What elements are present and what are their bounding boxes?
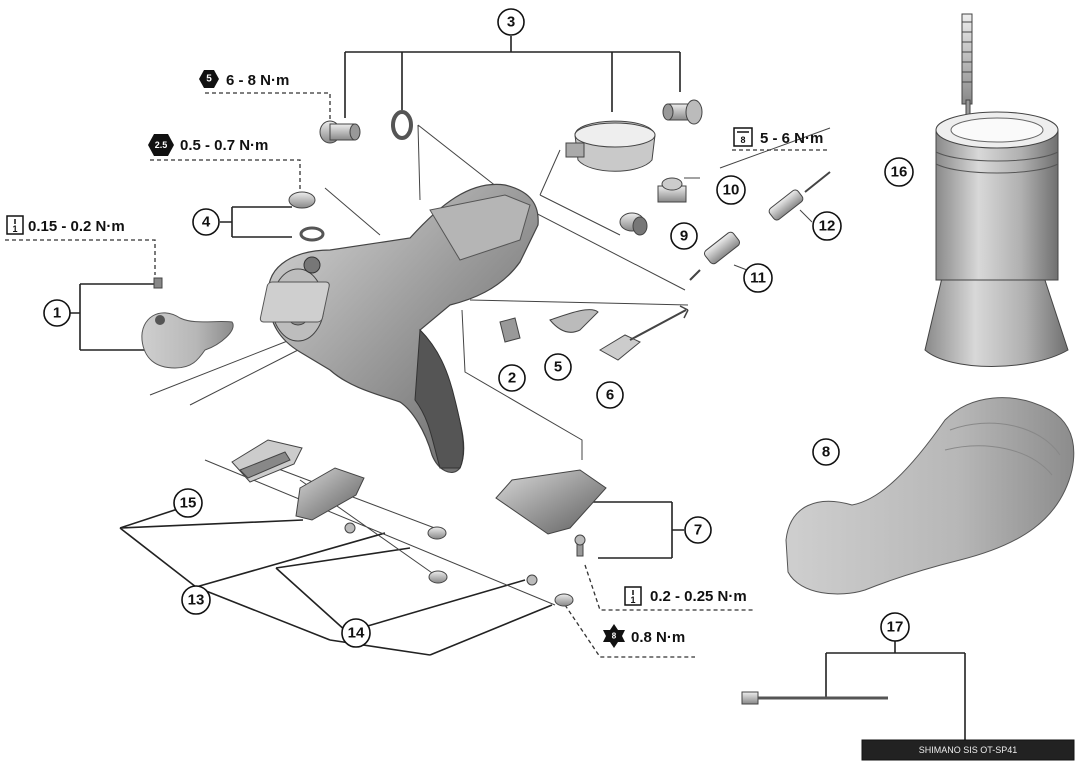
- part-14-screws: [344, 522, 574, 607]
- hex-5-icon: 5: [199, 70, 219, 88]
- svg-text:1: 1: [12, 224, 17, 234]
- svg-text:1: 1: [53, 305, 61, 322]
- part-16-installation-tool: [924, 13, 1069, 367]
- svg-text:2: 2: [508, 370, 516, 387]
- torx-8-icon: 8: [603, 624, 625, 648]
- callout-13: 13: [181, 585, 211, 615]
- callout-7: 7: [684, 516, 712, 544]
- part-13-cover: [295, 467, 365, 521]
- callout-17: 17: [880, 612, 910, 642]
- part-6-return-spring: [599, 305, 689, 361]
- callout-10: 10: [716, 175, 746, 205]
- part-9-cable-bushing: [619, 212, 648, 236]
- svg-text:15: 15: [180, 495, 197, 512]
- callout-9: 9: [670, 222, 698, 250]
- callout-1: 1: [43, 299, 71, 327]
- hex-2-5-icon: 2.5: [148, 134, 174, 156]
- callout-12: 12: [812, 211, 842, 241]
- torque-leaders: [5, 92, 830, 658]
- cable-print-text: SHIMANO SIS OT-SP41: [919, 745, 1018, 755]
- part-10-adjuster: [657, 177, 687, 203]
- leader-lines: [70, 36, 966, 742]
- svg-text:17: 17: [887, 619, 904, 636]
- part-5-lever-plate: [549, 309, 599, 333]
- callout-14: 14: [341, 618, 371, 648]
- phillips-screwdriver-icon-2: 1: [624, 586, 642, 606]
- callout-3: 3: [497, 8, 525, 36]
- callout-2: 2: [498, 364, 526, 392]
- part-15-bracket: [231, 439, 303, 483]
- callout-5: 5: [544, 353, 572, 381]
- part-7-bottom-cover: [495, 469, 607, 557]
- part-3-clamp-band: [565, 120, 656, 172]
- phillips-screwdriver-icon: 1: [6, 215, 24, 235]
- svg-text:8: 8: [612, 632, 617, 641]
- callout-6: 6: [596, 381, 624, 409]
- part-17-inner-cable: [741, 691, 1075, 761]
- svg-text:16: 16: [891, 164, 908, 181]
- svg-text:1: 1: [630, 595, 635, 605]
- svg-text:12: 12: [819, 218, 836, 235]
- callout-8: 8: [812, 438, 840, 466]
- svg-text:4: 4: [202, 214, 211, 231]
- torque-0-8: 0.8 N·m: [631, 629, 685, 646]
- shift-lever-body: [259, 183, 539, 473]
- svg-text:5: 5: [206, 74, 212, 85]
- torque-5-6: 5 - 6 N·m: [760, 130, 823, 147]
- part-11-outer-cap: [689, 231, 740, 281]
- callout-16: 16: [884, 157, 914, 187]
- svg-text:8: 8: [822, 444, 830, 461]
- svg-text:3: 3: [507, 14, 515, 31]
- part-3-clamp-bolt: [319, 120, 361, 144]
- svg-text:13: 13: [188, 592, 205, 609]
- wrench-8-icon: 8: [733, 127, 753, 147]
- svg-text:9: 9: [680, 228, 688, 245]
- callout-15: 15: [173, 488, 203, 518]
- svg-text:5: 5: [554, 359, 562, 376]
- part-1-hood-cover: [141, 277, 234, 369]
- part-4-cap-and-oring: [288, 191, 325, 242]
- svg-text:10: 10: [723, 182, 740, 199]
- torque-0-15-0-2: 0.15 - 0.2 N·m: [28, 218, 125, 235]
- svg-text:7: 7: [694, 522, 702, 539]
- svg-text:6: 6: [606, 387, 614, 404]
- torque-0-2-0-25: 0.2 - 0.25 N·m: [650, 588, 747, 605]
- part-12-outer-cap: [768, 171, 831, 221]
- callout-11: 11: [743, 263, 773, 293]
- svg-text:2.5: 2.5: [155, 140, 168, 150]
- part-3-clamp-nut: [662, 99, 703, 125]
- part-8-hood-cover: [785, 397, 1075, 595]
- torque-0-5-0-7: 0.5 - 0.7 N·m: [180, 137, 268, 154]
- svg-text:8: 8: [740, 135, 745, 145]
- svg-text:14: 14: [348, 625, 365, 642]
- svg-text:11: 11: [750, 270, 766, 287]
- callout-4: 4: [192, 208, 220, 236]
- part-3-washer: [391, 110, 413, 140]
- part-2-clip: [499, 317, 521, 343]
- torque-6-8: 6 - 8 N·m: [226, 72, 289, 89]
